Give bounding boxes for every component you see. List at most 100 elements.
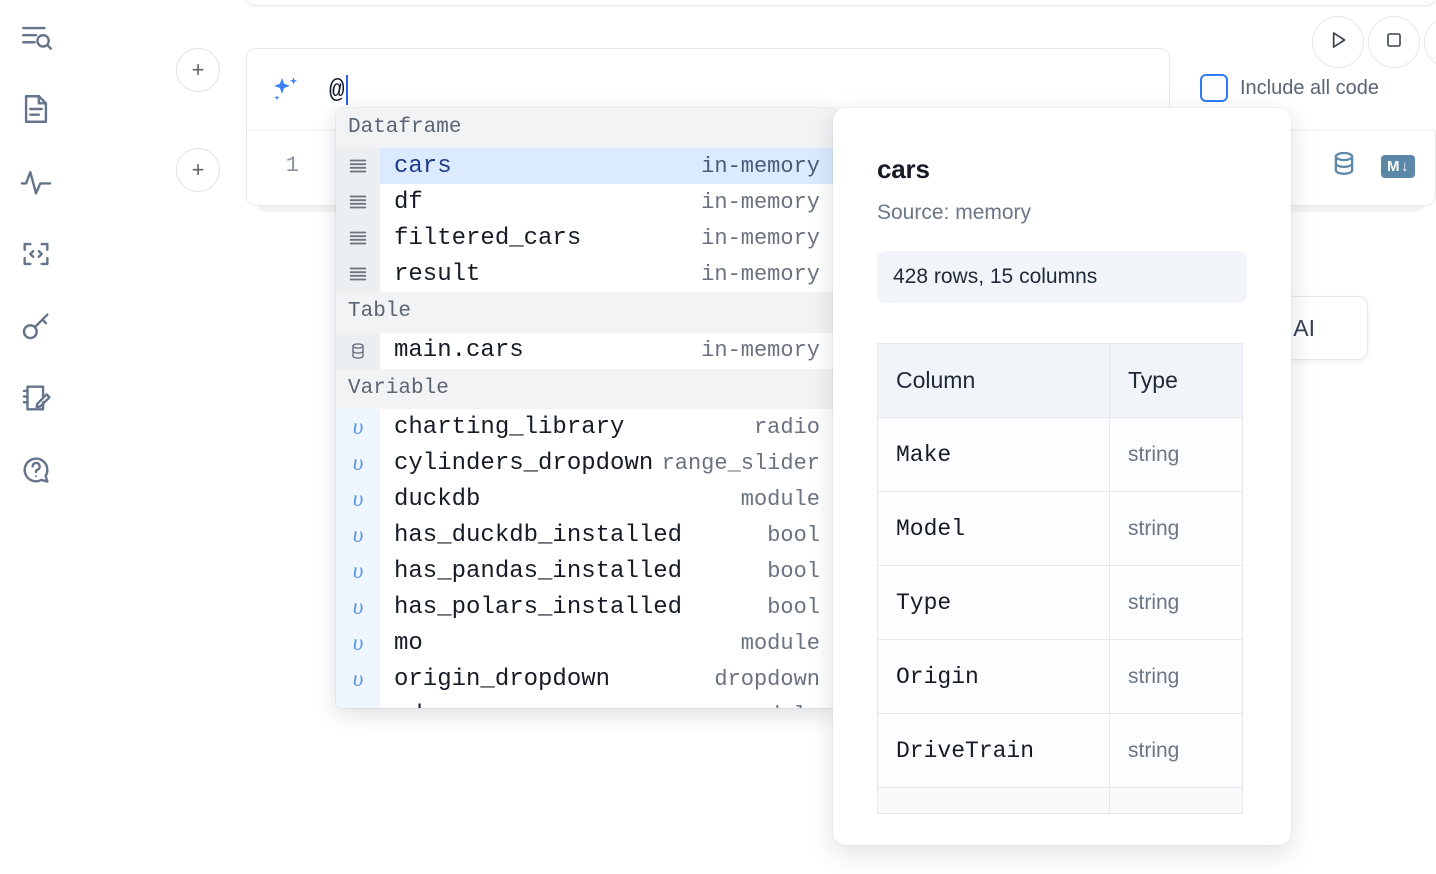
autocomplete-item-label: cars [394,152,452,180]
autocomplete-item-meta: bool [767,558,820,584]
scratchpad-icon[interactable] [12,374,60,422]
variable-icon: υ [336,481,380,518]
variable-icon: υ [336,553,380,590]
variable-icon: υ [336,445,380,482]
play-icon [1325,27,1351,58]
autocomplete-section-header: Dataframe [336,108,836,149]
autocomplete-item-meta: dropdown [714,666,820,692]
autocomplete-item-meta: bool [767,594,820,620]
detail-source: Source: memory [877,201,1032,224]
table-icon [336,332,380,369]
activity-icon[interactable] [12,158,60,206]
schema-column-name: Make [877,417,1110,492]
stop-icon [1382,28,1406,57]
add-cell-below-button[interactable]: + [176,148,220,192]
autocomplete-item[interactable]: υ origin_dropdown dropdown [336,661,836,698]
schema-column-type: string [1109,491,1243,566]
autocomplete-item-meta: module [741,703,836,708]
autocomplete-item-meta: bool [767,522,820,548]
variable-icon: υ [336,409,380,446]
header-type: Type [1109,343,1243,418]
autocomplete-item[interactable]: result in-memory [336,256,836,293]
autocomplete-item-label: cylinders_dropdown [394,449,654,477]
autocomplete-item-label: mo [394,629,423,657]
autocomplete-item[interactable]: υpdmodule [336,697,836,708]
autocomplete-item-label: filtered_cars [394,224,582,252]
detail-title: cars [877,154,930,184]
overflow-button[interactable] [1424,16,1436,68]
markdown-badge-arrow: ↓ [1401,158,1409,175]
left-icon-rail [0,0,72,874]
variable-icon: υ [336,517,380,554]
autocomplete-item-label: has_pandas_installed [394,557,683,585]
variable-icon: υ [336,661,380,698]
markdown-badge-letter: M [1387,158,1400,175]
autocomplete-item-label: pd [380,702,741,708]
autocomplete-item[interactable]: filtered_cars in-memory [336,220,836,257]
autocomplete-item[interactable]: υ charting_library radio [336,409,836,446]
code-snippet-icon[interactable] [12,230,60,278]
autocomplete-item-label: has_duckdb_installed [394,521,683,549]
markdown-badge[interactable]: M↓ [1381,155,1415,178]
ai-prompt-value[interactable]: @ [329,74,345,105]
include-all-code-row[interactable]: Include all code [1200,74,1379,102]
autocomplete-item-meta: in-memory [701,189,820,215]
autocomplete-item-label: has_polars_installed [394,593,683,621]
dataframe-icon [336,148,380,185]
autocomplete-item-meta: radio [753,414,820,440]
table-header-row: Column Type [877,343,1243,418]
help-chat-icon[interactable] [12,446,60,494]
previous-cell-edge [246,0,1436,6]
explore-search-icon[interactable] [12,14,60,62]
include-all-code-label: Include all code [1240,76,1379,99]
autocomplete-section-header: Variable [336,368,836,410]
autocomplete-item-label: charting_library [394,413,625,441]
autocomplete-item-meta: in-memory [701,153,820,179]
autocomplete-item[interactable]: cars in-memory [336,148,836,185]
add-cell-above-label: + [191,57,205,82]
autocomplete-item-label: result [394,260,481,288]
schema-column-type: string [1109,639,1243,714]
schema-column-name: Type [877,565,1110,640]
variable-icon: υ [336,589,380,626]
include-all-code-checkbox[interactable] [1200,74,1228,102]
dataframe-icon [336,256,380,293]
autocomplete-item-meta: module [740,630,820,656]
schema-column-type: string [1109,565,1243,640]
autocomplete-item-meta: range_slider [661,450,820,476]
schema-column-name: Origin [877,639,1110,714]
sparkle-icon [269,73,303,107]
dataframe-detail-panel: cars Source: memory 428 rows, 15 columns… [833,108,1291,845]
header-column: Column [877,343,1110,418]
stop-button[interactable] [1368,16,1420,68]
autocomplete-item[interactable]: υ has_polars_installed bool [336,589,836,626]
run-button[interactable] [1312,16,1364,68]
database-icon[interactable] [1329,149,1359,184]
add-cell-above-button[interactable]: + [176,48,220,92]
autocomplete-item[interactable]: υ has_duckdb_installed bool [336,517,836,554]
autocomplete-item[interactable]: υ cylinders_dropdown range_slider [336,445,836,482]
autocomplete-item-label: origin_dropdown [394,665,611,693]
autocomplete-item-meta: in-memory [701,261,820,287]
line-number: 1 [285,153,299,178]
autocomplete-item-label: duckdb [394,485,481,513]
table-row-partial [877,787,1243,814]
dataframe-icon [336,220,380,257]
text-cursor [345,74,348,105]
document-icon[interactable] [12,85,60,133]
detail-stats-badge: 428 rows, 15 columns [877,251,1247,303]
key-icon[interactable] [12,302,60,350]
autocomplete-item[interactable]: υ has_pandas_installed bool [336,553,836,590]
schema-column-name: DriveTrain [877,713,1110,788]
autocomplete-item-meta: in-memory [701,225,820,251]
schema-column-type: string [1109,713,1243,788]
